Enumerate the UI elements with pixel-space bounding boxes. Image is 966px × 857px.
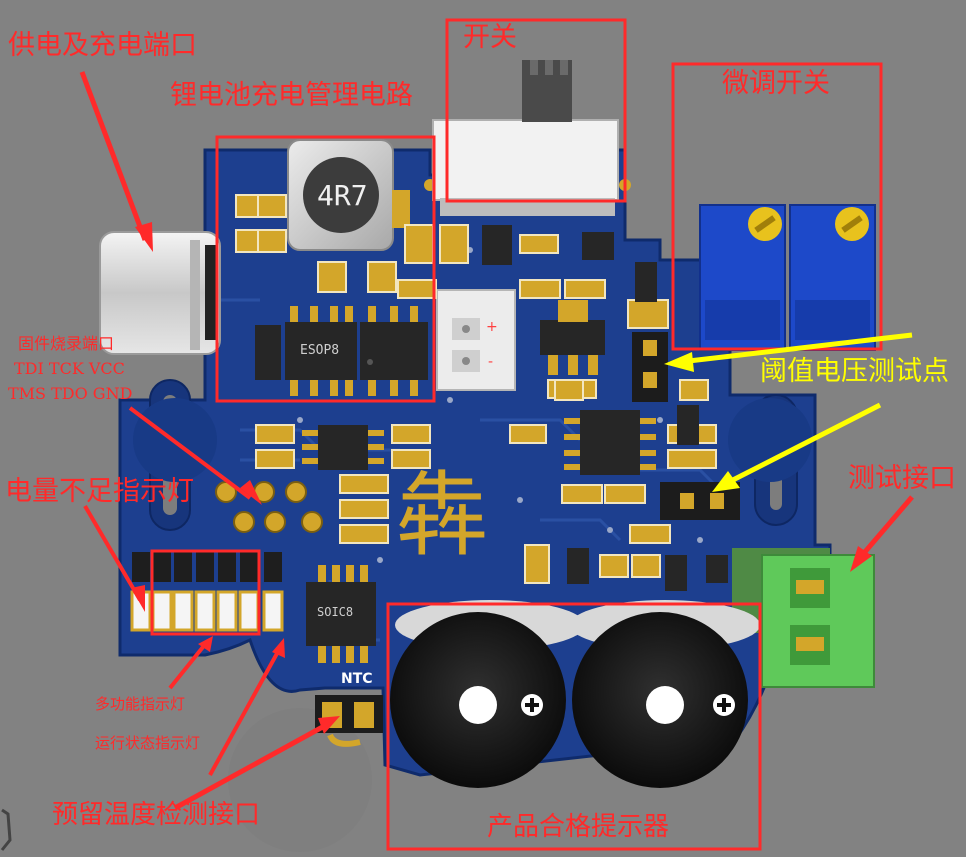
esop8-marking: ESOP8 xyxy=(300,343,340,358)
small-chips xyxy=(302,410,656,663)
plus-marking: + xyxy=(486,319,498,335)
trimmers xyxy=(699,204,876,351)
label-low-battery-led: 电量不足指示灯 xyxy=(5,476,194,507)
ntc-marking: NTC xyxy=(341,671,373,687)
label-pass-indicator: 产品合格提示器 xyxy=(487,812,670,842)
test-terminal xyxy=(732,548,875,688)
usb-c-connector xyxy=(99,231,221,355)
annotation-arrows xyxy=(79,71,914,811)
board-logo: 犇 xyxy=(396,462,489,569)
label-multi-led: 多功能指示灯 xyxy=(95,695,186,713)
label-switch: 开关 xyxy=(463,22,517,53)
label-trim-switch: 微调开关 xyxy=(722,68,830,99)
label-temp-port: 预留温度检测接口 xyxy=(52,800,261,830)
label-firmware-pins-1: TDI TCK VCC xyxy=(14,359,125,378)
slide-switch xyxy=(432,60,619,216)
esop8-chip xyxy=(285,306,428,396)
label-firmware-pins-2: TMS TDO GND xyxy=(8,384,133,403)
buzzers xyxy=(390,600,760,788)
regulator xyxy=(540,300,605,375)
label-test-port: 测试接口 xyxy=(848,463,956,494)
soic8-marking: SOIC8 xyxy=(317,605,354,619)
smd-components xyxy=(235,194,717,584)
led-array xyxy=(130,552,284,632)
inductor-marking: 4R7 xyxy=(317,179,368,212)
label-firmware-port: 固件烧录端口 xyxy=(18,334,115,353)
label-threshold-test-point: 阈值电压测试点 xyxy=(760,356,949,387)
inductor xyxy=(287,139,410,251)
transistors xyxy=(255,225,728,591)
label-status-led: 运行状态指示灯 xyxy=(95,734,201,752)
minus-marking: - xyxy=(488,354,494,370)
battery-connector xyxy=(436,289,516,391)
label-power-port: 供电及充电端口 xyxy=(8,30,197,61)
corner-mark xyxy=(0,808,12,851)
label-charge-circuit: 锂电池充电管理电路 xyxy=(170,80,413,111)
